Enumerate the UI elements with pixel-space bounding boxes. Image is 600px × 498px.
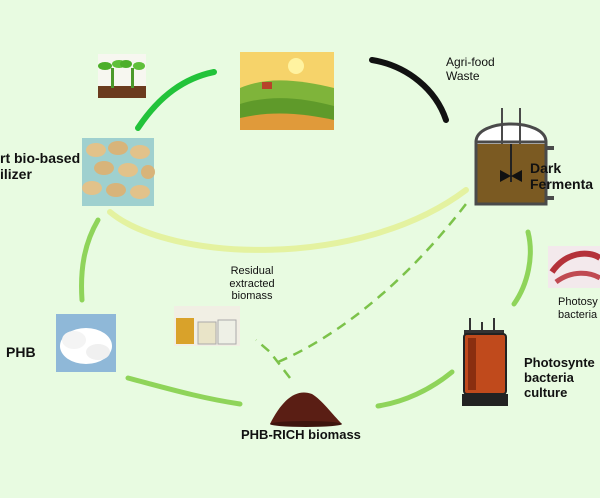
photosynthetic-bacteria-label: Photosy bacteria	[558, 296, 598, 321]
bio-fertilizer-label: rt bio-based ilizer	[0, 150, 81, 183]
digester-tank-icon	[474, 108, 554, 206]
dashed-residual-to-fermentation	[277, 203, 467, 364]
fertilizer-granules-icon	[82, 138, 155, 206]
phb-rich-biomass-label: PHB-RICH biomass	[241, 427, 361, 442]
bioreactor-icon	[462, 318, 508, 406]
arrow-biomass-to-phb	[125, 375, 243, 407]
biomass-pile-icon	[270, 392, 342, 427]
dark-fermentation-label: Dark Fermenta	[530, 160, 594, 193]
photosynthetic-culture-label: Photosynte bacteria culture	[524, 355, 595, 400]
arrow-fermentation-to-bacteria	[511, 229, 533, 307]
lab-glassware-icon	[174, 306, 240, 346]
residual-biomass-label: Residual extracted biomass	[229, 265, 275, 303]
microscope-bacteria-icon	[548, 246, 600, 288]
arrow-farm-to-waste	[369, 57, 449, 123]
arrow-phb-to-fertilizer	[79, 217, 101, 303]
seedlings-icon	[98, 54, 146, 98]
phb-label: PHB	[6, 344, 36, 360]
farmland-icon	[240, 52, 334, 130]
white-powder-icon	[56, 314, 116, 372]
arrow-culture-to-biomass	[375, 369, 455, 409]
arrow-fertilizer-to-fermentation-loop	[107, 187, 469, 253]
arrow-fertilizer-to-farm	[135, 69, 217, 131]
agri-food-waste-label: Agri-food Waste	[446, 55, 495, 83]
